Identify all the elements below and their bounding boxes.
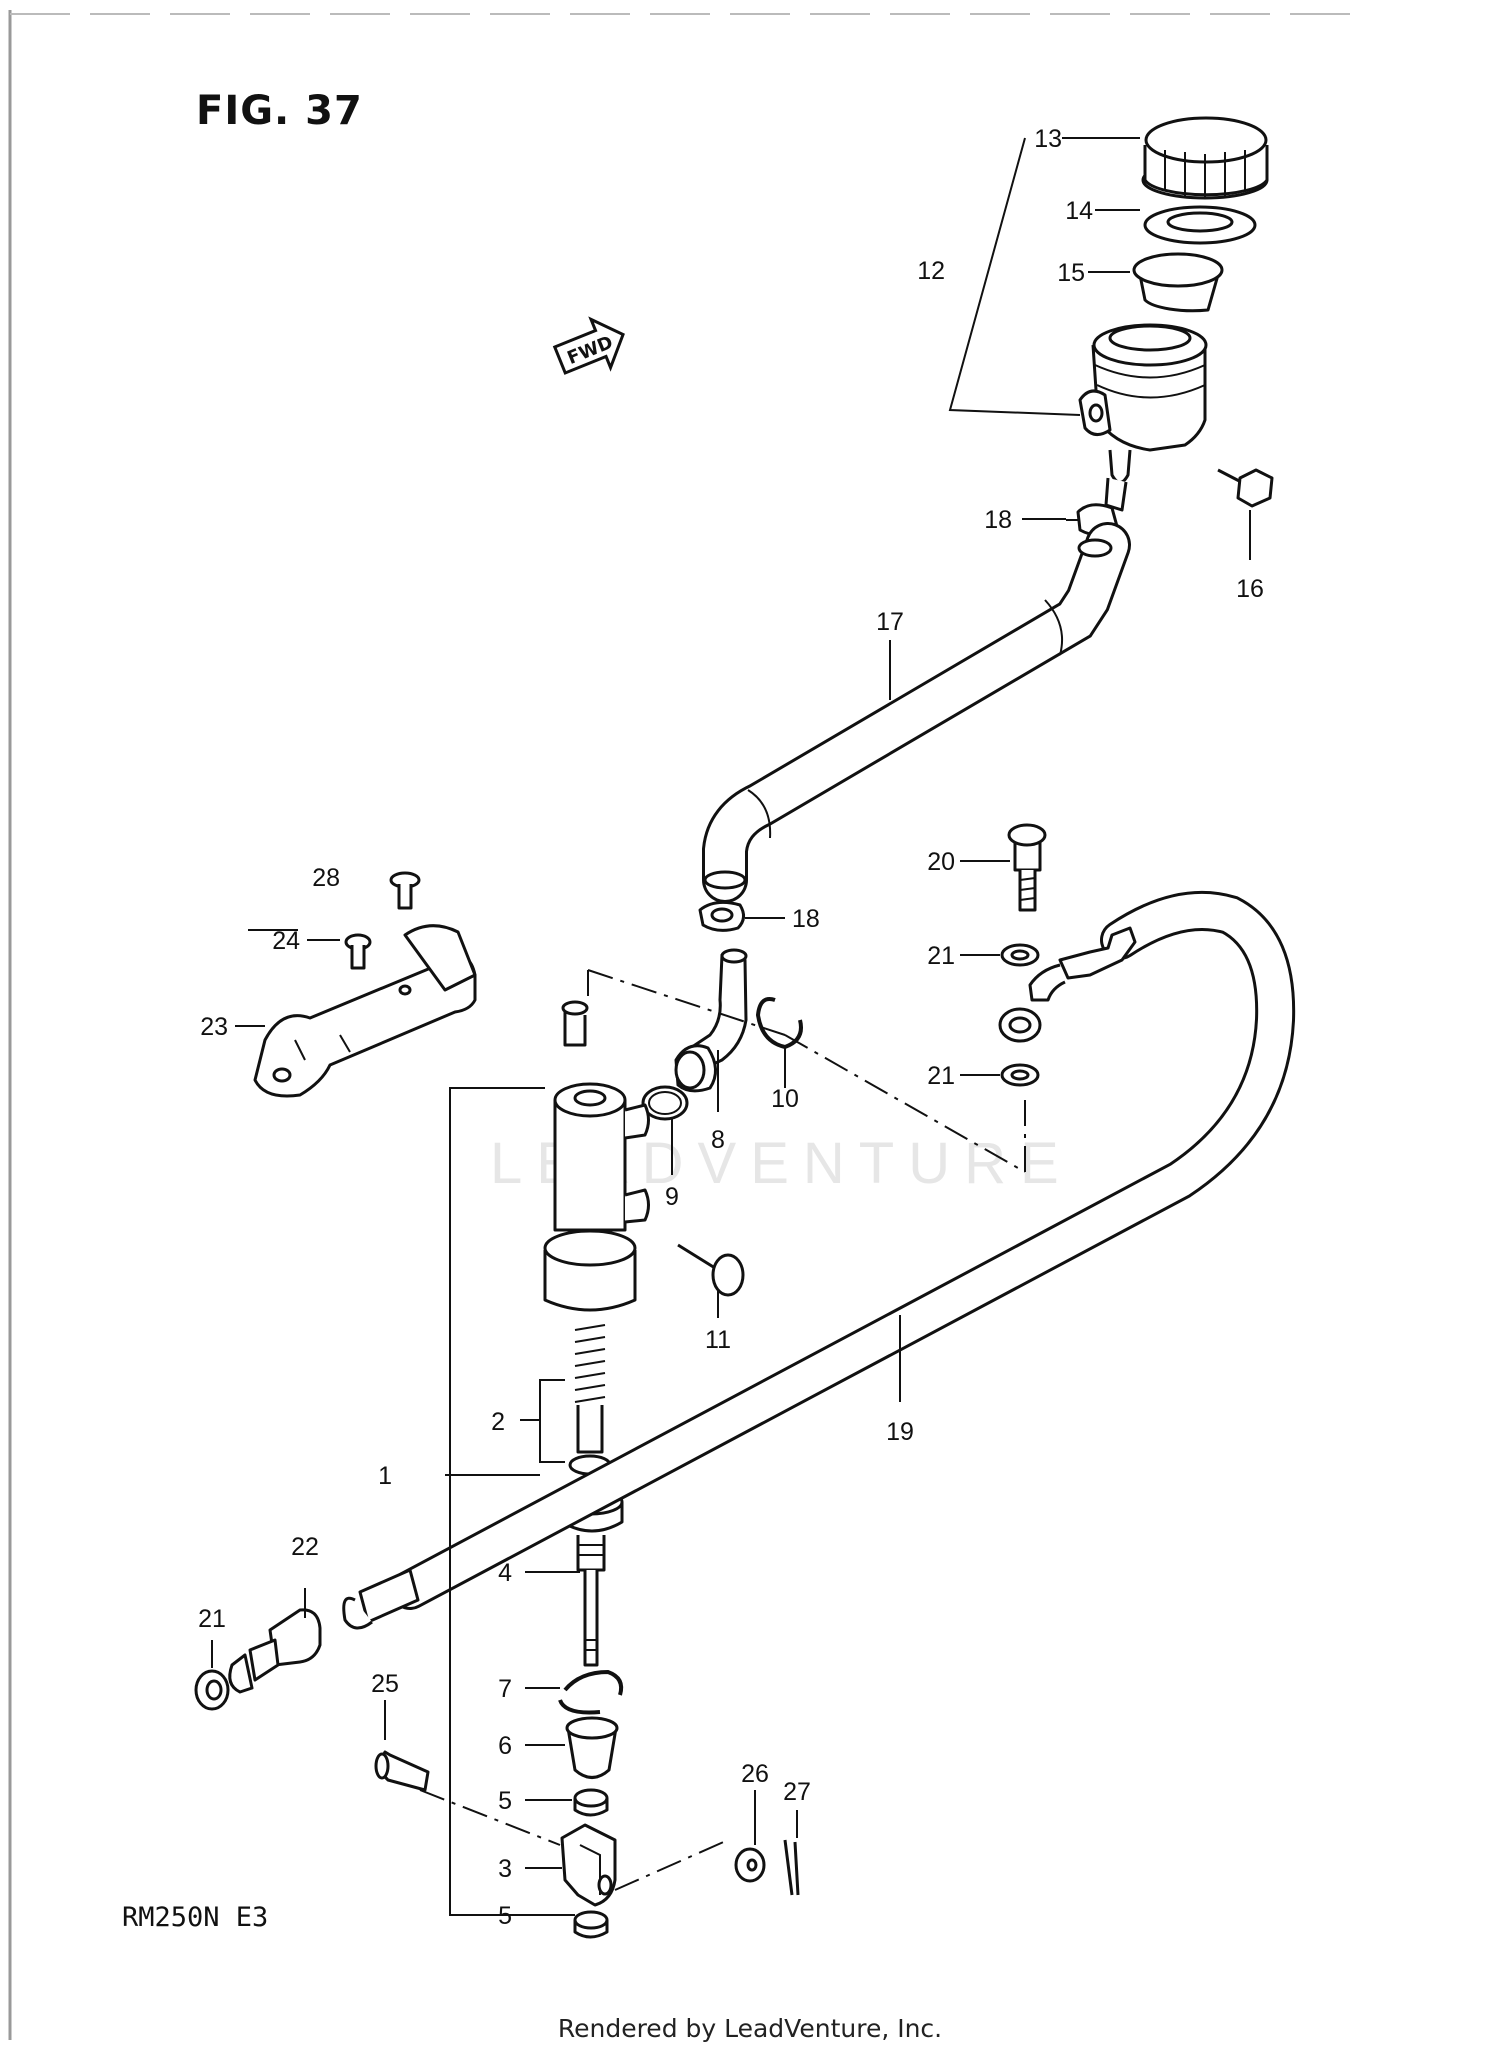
callout-5-upper: 5 <box>498 1787 512 1815</box>
callout-27: 27 <box>783 1778 811 1806</box>
nut-5-lower <box>573 1910 609 1939</box>
screw-24 <box>344 933 372 970</box>
callout-11: 11 <box>705 1326 731 1354</box>
hose-19 <box>342 890 1296 1630</box>
washer-21-left <box>194 1669 230 1711</box>
model-code: RM250N E3 <box>122 1902 269 1933</box>
callout-21-upper: 21 <box>927 942 955 970</box>
callout-23: 23 <box>200 1013 228 1041</box>
circlip-7 <box>558 1669 624 1715</box>
callout-13: 13 <box>1034 125 1062 153</box>
circlip-10 <box>755 997 803 1050</box>
bracket-12 <box>948 137 1081 416</box>
hose-joint-8 <box>674 948 748 1093</box>
reservoir-body <box>1078 323 1208 512</box>
master-cylinder-body <box>543 1000 650 1312</box>
callout-21-left: 21 <box>198 1605 226 1633</box>
reservoir-cap-13 <box>1141 116 1269 200</box>
clamp-18-lower <box>698 900 745 932</box>
callout-21-lower: 21 <box>927 1062 955 1090</box>
hose-guide-23 <box>253 924 477 1098</box>
callout-17: 17 <box>876 608 904 636</box>
render-credit: Rendered by LeadVenture, Inc. <box>557 2014 943 2043</box>
washer-26 <box>734 1847 766 1883</box>
hose-17 <box>702 522 1131 903</box>
fwd-arrow-icon: FWD <box>552 316 625 375</box>
callout-6: 6 <box>498 1732 512 1760</box>
callout-4: 4 <box>498 1559 512 1587</box>
washer-21-lower <box>1000 1063 1040 1087</box>
reservoir-plate-14 <box>1143 205 1257 245</box>
callout-1: 1 <box>378 1462 392 1490</box>
callout-9: 9 <box>665 1183 679 1211</box>
callout-3: 3 <box>498 1855 512 1883</box>
washer-21-upper <box>1000 943 1040 967</box>
callout-18-upper: 18 <box>984 506 1012 534</box>
callout-5-lower: 5 <box>498 1902 512 1930</box>
push-rod-4 <box>576 1535 606 1667</box>
callout-2: 2 <box>491 1408 505 1436</box>
callout-10: 10 <box>771 1085 799 1113</box>
callout-28: 28 <box>312 864 340 892</box>
screw-11 <box>677 1243 745 1297</box>
pin-25 <box>374 1750 430 1792</box>
banjo-bolt-20 <box>1007 823 1047 912</box>
callout-22: 22 <box>291 1533 319 1561</box>
screw-28 <box>389 871 421 910</box>
bolt-16 <box>1217 468 1274 508</box>
callout-16: 16 <box>1236 575 1264 603</box>
cotter-pin-27 <box>783 1839 800 1896</box>
dash-leader-clevis <box>614 1839 729 1891</box>
clevis-3 <box>560 1823 617 1907</box>
callout-26: 26 <box>741 1760 769 1788</box>
spring-piston-2 <box>568 1324 612 1476</box>
fitting-22 <box>228 1608 322 1694</box>
nut-5-upper <box>573 1788 609 1817</box>
callout-8: 8 <box>711 1126 725 1154</box>
callout-20: 20 <box>927 848 955 876</box>
callout-25: 25 <box>371 1670 399 1698</box>
callout-leaders <box>211 137 1251 1916</box>
bracket-1 <box>449 1087 545 1916</box>
callout-18-lower: 18 <box>792 905 820 933</box>
boot-6 <box>565 1716 619 1779</box>
callout-14: 14 <box>1065 197 1093 225</box>
callout-12: 12 <box>917 257 945 285</box>
callout-15: 15 <box>1057 259 1085 287</box>
callout-24: 24 <box>272 927 300 955</box>
reservoir-diaphragm-15 <box>1132 252 1224 313</box>
callout-7: 7 <box>498 1675 512 1703</box>
bracket-2 <box>539 1379 565 1463</box>
dash-leader-top <box>587 969 1026 1173</box>
o-ring-9 <box>641 1085 689 1121</box>
figure-title: FIG. 37 <box>196 88 363 134</box>
callout-19: 19 <box>886 1418 914 1446</box>
dash-leader-pin <box>419 1789 561 1846</box>
